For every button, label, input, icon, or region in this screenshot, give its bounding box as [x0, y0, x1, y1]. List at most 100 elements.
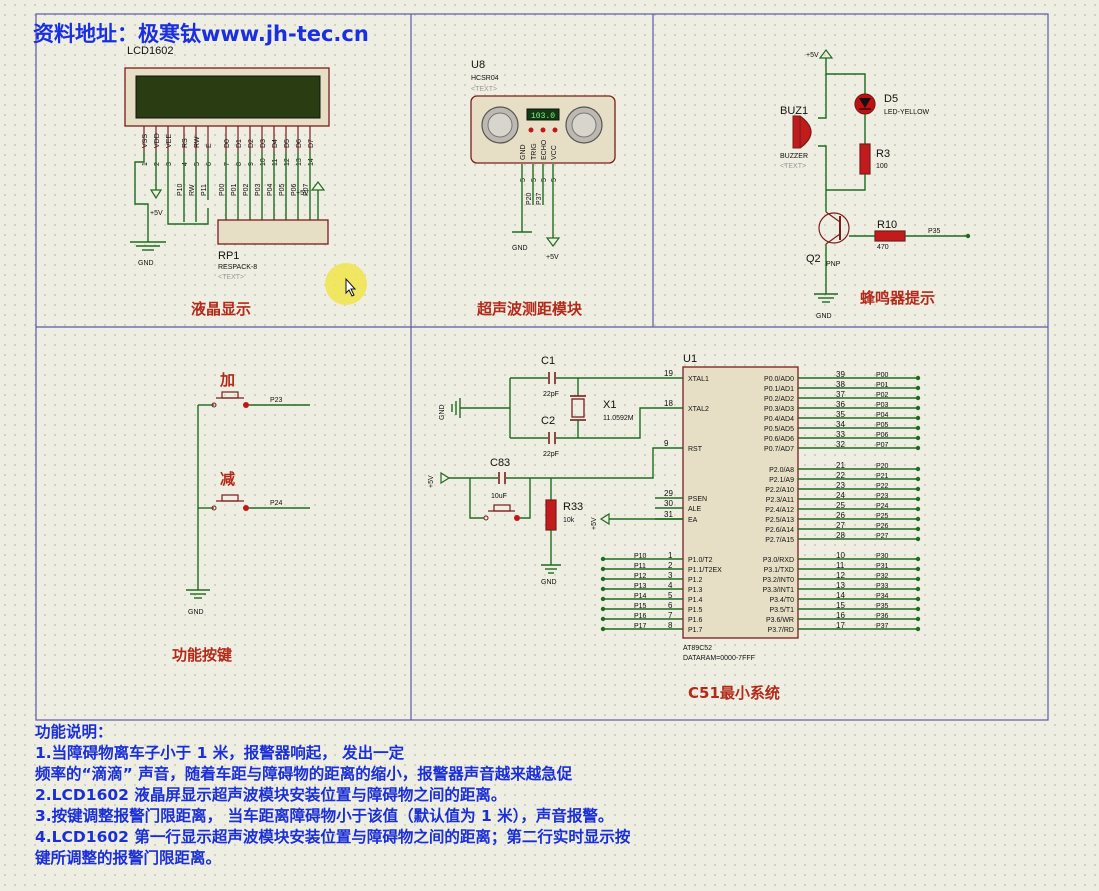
mcu-pin-number: 37: [836, 390, 845, 399]
u8-pin-number: 5: [551, 178, 558, 182]
resource-link[interactable]: 资料地址：极寒钛www.jh-tec.cn: [33, 22, 369, 46]
mcu-pin-label: P3.4/T0: [769, 597, 794, 604]
q2-value: PNP: [826, 261, 841, 268]
mcu-pin-number: 25: [836, 501, 845, 510]
u8-pin-label: ECHO: [541, 139, 548, 160]
mcu-net-label: P02: [876, 392, 889, 399]
sub-button[interactable]: [211, 494, 249, 511]
mcu-net-label: P06: [876, 432, 889, 439]
mcu-net-label: P31: [876, 563, 889, 570]
lcd-pin-label: VSS: [142, 134, 149, 148]
mcu-pin-number: 27: [836, 521, 845, 530]
buzzer-section-title: 蜂鸣器提示: [860, 289, 935, 307]
r33-resistor[interactable]: [545, 499, 557, 531]
mcu-pin-label: P0.7/AD7: [764, 446, 794, 453]
lcd-screen: [135, 75, 321, 119]
mcu-pin-label: P0.0/AD0: [764, 376, 794, 383]
mcu-pin-number: 34: [836, 420, 845, 429]
mcu-pin-number: 30: [664, 499, 673, 508]
lcd-pin-number: 2: [154, 162, 161, 166]
transducer-right-mesh-icon: [571, 112, 597, 138]
mcu-pin-label: P1.3: [688, 587, 703, 594]
mcu-net-label: P22: [876, 483, 889, 490]
lcd-pin-label: D0: [224, 139, 231, 148]
mcu-pin-label: XTAL2: [688, 406, 709, 413]
notes-heading: 功能说明：: [35, 723, 113, 741]
mcu-pin-label: P2.6/A14: [765, 527, 794, 534]
q2-transistor-icon[interactable]: [818, 212, 850, 244]
mcu-pin-number: 22: [836, 471, 845, 480]
x1-crystal[interactable]: [571, 398, 585, 418]
mcu-pin-label: P0.2/AD2: [764, 396, 794, 403]
mcu-pin-label: P0.6/AD6: [764, 436, 794, 443]
rp1-ref: RP1: [218, 250, 239, 262]
mcu-pin-number: 19: [664, 369, 673, 378]
r3-resistor[interactable]: [859, 143, 871, 175]
mcu-pin-label: P3.1/TXD: [764, 567, 794, 574]
mouse-cursor-icon: [345, 277, 357, 297]
mcu-pin-number: 33: [836, 430, 845, 439]
lcd-net-label: P01: [231, 183, 238, 196]
mcu-net-label: P33: [876, 583, 889, 590]
lcd-pin-label: D1: [236, 139, 243, 148]
u8-vcc-label: +5V: [546, 254, 559, 261]
r10-value: 470: [877, 244, 889, 251]
rp1-text: <TEXT>: [218, 274, 244, 281]
u8-pin-label: VCC: [551, 145, 558, 160]
rp1-vcc-label: +5V: [296, 190, 309, 197]
lcd-vcc-label: +5V: [150, 210, 163, 217]
lcd-pin-label: D7: [308, 139, 315, 148]
r10-resistor[interactable]: [874, 230, 906, 242]
lcd-net-label: P10: [177, 183, 184, 196]
mcu-pin-number: 15: [836, 601, 845, 610]
lcd-pin-label: D5: [284, 139, 291, 148]
mcu-net-label: P21: [876, 473, 889, 480]
rp1-resistor-pack[interactable]: [217, 219, 329, 245]
lcd-net-label: P04: [267, 183, 274, 196]
reset-button[interactable]: [483, 504, 520, 521]
lcd-pin-label: RS: [182, 138, 189, 148]
lcd-net-label: P02: [243, 183, 250, 196]
mcu-net-label: P26: [876, 523, 889, 530]
mcu-net-label: P30: [876, 553, 889, 560]
mcu-net-label: P25: [876, 513, 889, 520]
mcu-pin-label: P1.0/T2: [688, 557, 713, 564]
at89c52-chip[interactable]: [682, 366, 799, 639]
buzzer-body: [792, 115, 801, 149]
lcd-net-label: P00: [219, 183, 226, 196]
lcd-pin-label: D6: [296, 139, 303, 148]
buzzer-gnd-label: GND: [816, 313, 832, 320]
buzzer-icon[interactable]: [799, 115, 812, 149]
mcu-pin-group: 19XTAL118XTAL29RST29PSEN30ALE31EAP0.0/AD…: [600, 369, 921, 634]
mcu-section: U1 AT89C52 DATARAM=0000-7FFF 19XTAL118XT…: [428, 353, 921, 702]
lcd-pin-number: 5: [194, 162, 201, 166]
lcd-pin-number: 14: [308, 158, 315, 166]
r3-value: 100: [876, 163, 888, 170]
mcu-net-label: P24: [876, 503, 889, 510]
mcu-pin-number: 31: [664, 510, 673, 519]
notes-line: 3.按键调整报警门限距离， 当车距离障碍物小于该值（默认值为 1 米），声音报警…: [35, 807, 614, 825]
lcd-pin-number: 3: [166, 162, 173, 166]
u8-pin-label: TRIG: [531, 143, 538, 160]
q2-ref: Q2: [806, 253, 821, 265]
mcu-pin-label: P3.7/RD: [768, 627, 794, 634]
mcu-pin-number: 36: [836, 400, 845, 409]
add-button[interactable]: [211, 391, 249, 408]
lcd-pin-number: 12: [284, 158, 291, 166]
u8-part: HCSR04: [471, 75, 499, 82]
mcu-net-label: P12: [634, 573, 647, 580]
mcu-pin-number: 32: [836, 440, 845, 449]
lcd-pin-number: 10: [260, 158, 267, 166]
distance-display[interactable]: [526, 108, 560, 121]
mcu-pin-number: 13: [836, 581, 845, 590]
u8-ref: U8: [471, 59, 485, 71]
lcd-net-label: P03: [255, 183, 262, 196]
mcu-pin-number: 1: [668, 551, 673, 560]
mcu-pin-label: P1.2: [688, 577, 703, 584]
mcu-pin-label: P0.4/AD4: [764, 416, 794, 423]
c2-ref: C2: [541, 415, 555, 427]
u8-pin-number: 5: [541, 178, 548, 182]
add-button-label: 加: [219, 371, 235, 389]
lcd-pin-group: VSS1VDD2VEE3RS4RW5E6D07D18D29D310D411D51…: [142, 126, 315, 220]
mcu-pin-number: 16: [836, 611, 845, 620]
